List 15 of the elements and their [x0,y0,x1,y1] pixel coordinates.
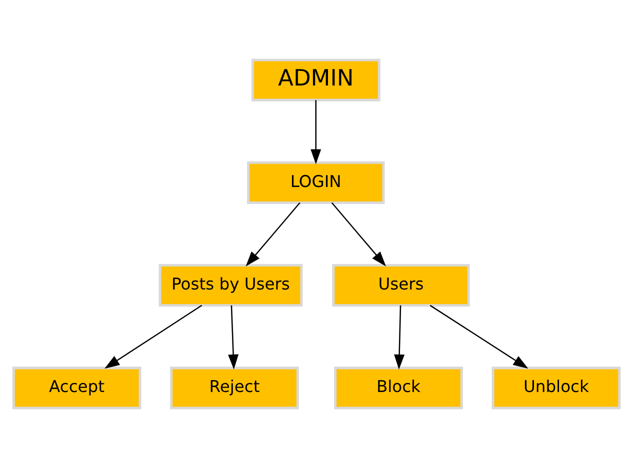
node-box: Reject [170,366,299,410]
arrow [228,305,239,370]
arrow [394,305,405,370]
node-box: Unblock [492,366,621,410]
arrow [331,202,386,266]
node-box: Posts by Users [158,264,303,307]
node-box: Accept [12,366,142,410]
arrow [104,304,202,369]
node-box: Users [332,264,470,307]
node-box: Block [334,366,463,410]
arrow [310,100,322,164]
node-box: LOGIN [247,161,385,204]
arrow [430,304,528,369]
arrow [246,202,300,266]
node-box: ADMIN [251,58,380,102]
